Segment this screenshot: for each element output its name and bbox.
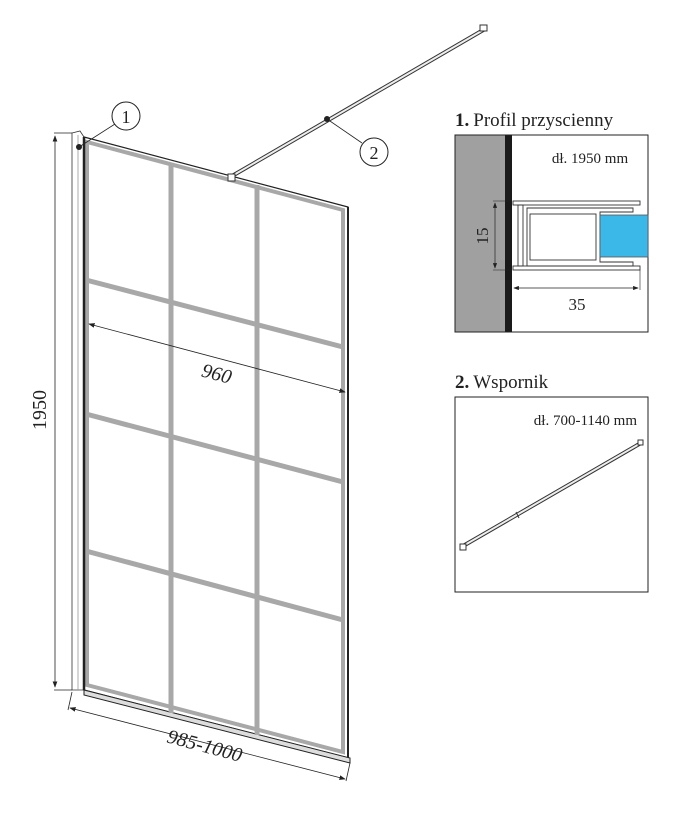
callout-1-label: 1	[122, 107, 131, 127]
callout-2-label: 2	[370, 143, 379, 163]
detail-bracket: 2.Wspornik dł. 700-1140 mm	[454, 372, 649, 593]
detail-wall-profile: 1.Profil przyscienny dł. 1950 mm 15 35	[454, 110, 649, 333]
detail-1-dim-width: 35	[569, 295, 586, 314]
detail-1-dim-height: 15	[473, 228, 492, 245]
glass-panel	[82, 136, 351, 764]
callout-1: 1	[76, 101, 141, 150]
support-bracket	[227, 24, 488, 182]
detail-2-title: 2.Wspornik	[455, 372, 549, 393]
height-dimension: 1950	[29, 132, 72, 691]
detail-2-length: dł. 700-1140 mm	[534, 413, 638, 429]
wall-profile	[71, 130, 85, 691]
detail-1-length: dł. 1950 mm	[552, 151, 629, 167]
detail-1-title: 1.Profil przyscienny	[455, 110, 614, 131]
callout-2: 2	[324, 116, 389, 167]
height-dimension-label: 1950	[29, 390, 51, 430]
